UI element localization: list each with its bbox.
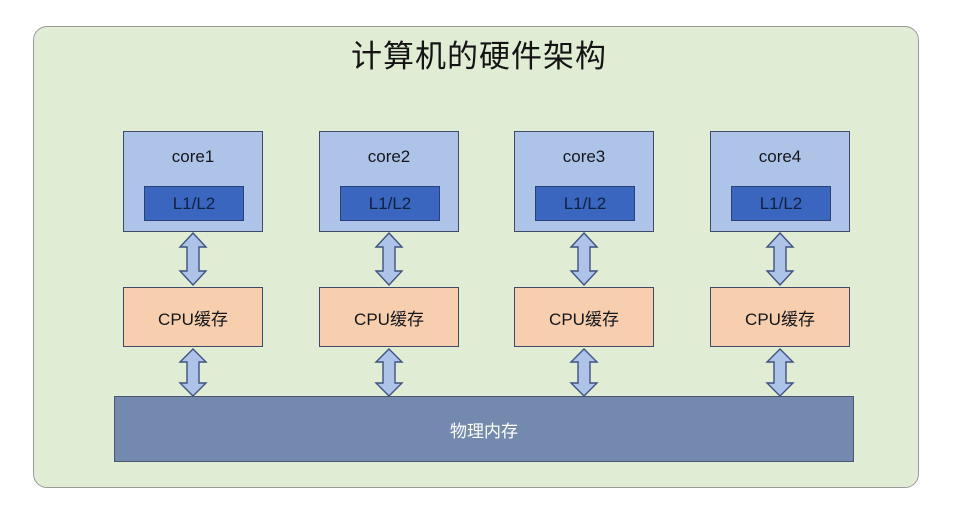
physical-memory-bar[interactable]: 物理内存 xyxy=(114,396,854,462)
core-label-2: core2 xyxy=(367,147,411,166)
arrow-cache3-to-memory xyxy=(569,348,599,397)
cpu-cache-box-1[interactable]: CPU缓存 xyxy=(123,287,263,347)
arrow-core3-to-cache3 xyxy=(569,232,599,286)
cpu-cache-box-3[interactable]: CPU缓存 xyxy=(514,287,654,347)
arrow-cache2-to-memory xyxy=(374,348,404,397)
l1l2-box-4[interactable]: L1/L2 xyxy=(731,186,831,221)
core-box-3[interactable]: core3 L1/L2 xyxy=(514,131,654,232)
arrow-core2-to-cache2 xyxy=(374,232,404,286)
arrow-cache1-to-memory xyxy=(178,348,208,397)
core-label-1: core1 xyxy=(171,147,215,166)
cpu-cache-box-4[interactable]: CPU缓存 xyxy=(710,287,850,347)
cpu-cache-box-2[interactable]: CPU缓存 xyxy=(319,287,459,347)
arrow-cache4-to-memory xyxy=(765,348,795,397)
arrow-core4-to-cache4 xyxy=(765,232,795,286)
core-label-3: core3 xyxy=(562,147,606,166)
l1l2-box-2[interactable]: L1/L2 xyxy=(340,186,440,221)
core-box-2[interactable]: core2 L1/L2 xyxy=(319,131,459,232)
l1l2-box-1[interactable]: L1/L2 xyxy=(144,186,244,221)
diagram-title: 计算机的硬件架构 xyxy=(351,39,607,74)
l1l2-box-3[interactable]: L1/L2 xyxy=(535,186,635,221)
core-box-1[interactable]: core1 L1/L2 xyxy=(123,131,263,232)
core-label-4: core4 xyxy=(758,147,802,166)
core-box-4[interactable]: core4 L1/L2 xyxy=(710,131,850,232)
arrow-core1-to-cache1 xyxy=(178,232,208,286)
